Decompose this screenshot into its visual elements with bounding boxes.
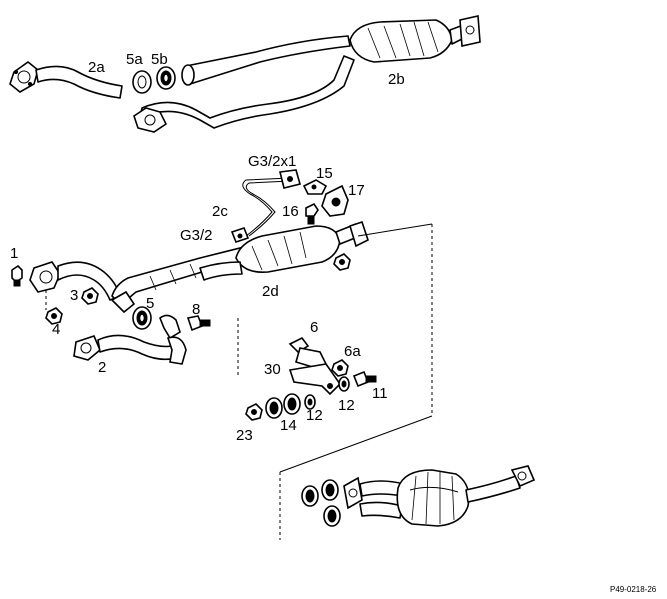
label-2b: 2b (388, 71, 405, 88)
label-17: 17 (348, 182, 365, 199)
label-5: 5 (146, 295, 154, 312)
label-5a: 5a (126, 51, 143, 68)
part-12-washer-right (338, 376, 350, 392)
part-17-hanger (321, 184, 349, 217)
label-1: 1 (10, 245, 18, 262)
label-8: 8 (192, 301, 200, 318)
label-2c: 2c (212, 203, 228, 220)
part-g32-oxygen-sensor (230, 169, 301, 243)
label-23: 23 (236, 427, 253, 444)
label-3: 3 (70, 287, 78, 304)
part-2b-y-pipe-catalyst (133, 15, 481, 133)
part-3-nut (81, 287, 99, 305)
label-14: 14 (280, 417, 297, 434)
part-2a-front-pipe (9, 60, 123, 99)
part-12-washer-left (304, 394, 316, 410)
part-16-bolt (305, 202, 319, 225)
part-labels: 2a 5a 5b 2b G3/2x1 15 17 2c 16 G3/2 1 2d… (10, 51, 657, 594)
part-side-nut (333, 253, 351, 271)
label-11: 11 (372, 385, 388, 402)
part-4-nut (45, 290, 63, 325)
part-6a-nut (331, 359, 349, 377)
part-5-clamp (132, 306, 181, 340)
part-5a-ring (132, 70, 152, 94)
label-g32x1: G3/2x1 (248, 153, 296, 170)
part-rear-muffler (343, 465, 536, 527)
label-2a: 2a (88, 59, 105, 76)
label-g32: G3/2 (180, 227, 213, 244)
part-23-nut (245, 403, 263, 421)
label-12-right: 12 (338, 397, 355, 414)
leader-lines-bottom (279, 415, 433, 540)
part-1-bolt (11, 264, 23, 287)
label-30: 30 (264, 361, 281, 378)
part-5b-clamp (156, 66, 176, 90)
part-11-bolt (352, 370, 377, 388)
label-2d: 2d (262, 283, 279, 300)
label-4: 4 (52, 321, 60, 338)
part-30-mount-bracket (288, 363, 342, 396)
label-12-left: 12 (306, 407, 323, 424)
footer-reference-code: P49-0218-26 (610, 585, 657, 594)
part-front-pipe-mid (29, 261, 121, 301)
label-6: 6 (310, 319, 318, 336)
part-2-pipe (73, 334, 187, 365)
label-2: 2 (98, 359, 106, 376)
part-14-clamp (265, 393, 301, 419)
label-15: 15 (316, 165, 333, 182)
label-6a: 6a (344, 343, 361, 360)
label-16: 16 (282, 203, 299, 220)
part-rear-clamps (301, 479, 341, 527)
part-15-clip (302, 179, 328, 195)
leader-lines-middle (237, 223, 433, 416)
label-5b: 5b (151, 51, 168, 68)
part-8-bolt (186, 315, 211, 332)
part-2d-main-pipe-catalyst (110, 220, 369, 314)
